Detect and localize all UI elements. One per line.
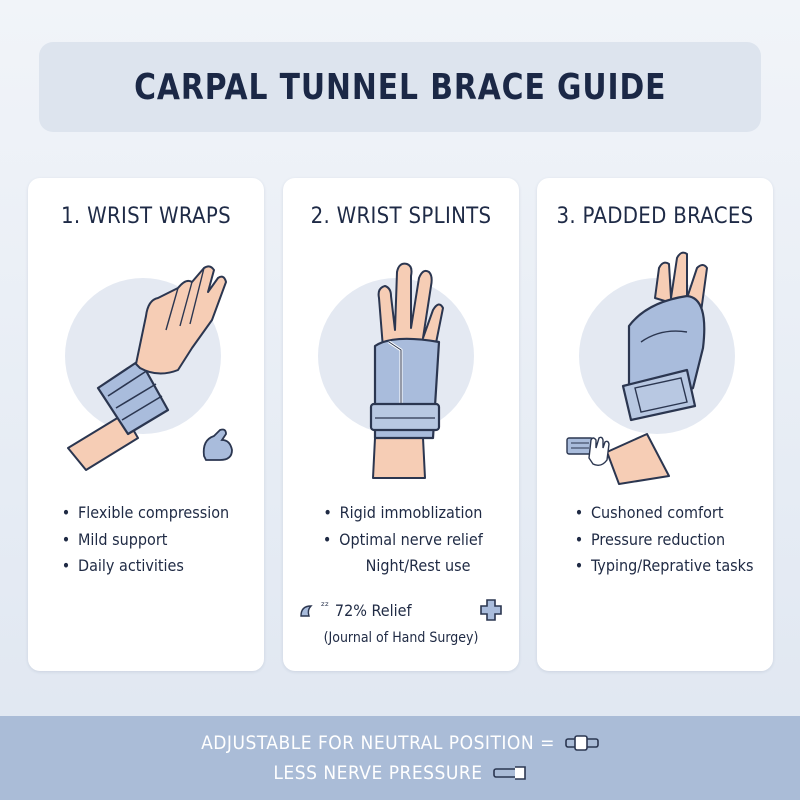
stat-value: 72% Relief bbox=[334, 600, 412, 620]
footer-banner: ADJUSTABLE FOR NEUTRAL POSITION = LESS N… bbox=[0, 716, 800, 800]
bullet-item: •Pressure reduction bbox=[574, 529, 726, 549]
bullet-item: •Optimal nerve relief bbox=[322, 529, 483, 549]
strap-clip-icon bbox=[492, 766, 526, 780]
card-heading: 2. WRIST SPLINTS bbox=[310, 204, 492, 229]
medical-cross-icon bbox=[480, 599, 502, 621]
footer-line-2: LESS NERVE PRESSURE bbox=[273, 762, 483, 784]
bullet-item: •Daily activities bbox=[61, 556, 184, 575]
title-banner: CARPAL TUNNEL BRACE GUIDE bbox=[39, 42, 761, 132]
strap-buckle-icon bbox=[565, 735, 599, 751]
bullet-list: •Cushoned comfort •Pressure reduction •T… bbox=[537, 500, 773, 580]
bullet-item: Night/Rest use bbox=[365, 556, 471, 575]
stat-source: (Journal of Hand Surgey) bbox=[323, 630, 479, 646]
bullet-item: •Cushoned comfort bbox=[574, 503, 724, 522]
card-wrist-wraps: 1. WRIST WRAPS •Flexible compression •Mi… bbox=[28, 178, 264, 671]
bullet-item: •Mild support bbox=[61, 529, 168, 549]
card-heading: 1. WRIST WRAPS bbox=[61, 204, 231, 229]
card-heading: 3. PADDED BRACES bbox=[556, 204, 754, 229]
wrist-wrap-illustration bbox=[65, 265, 233, 471]
page-title: CARPAL TUNNEL BRACE GUIDE bbox=[133, 66, 667, 108]
padded-brace-illustration bbox=[566, 251, 735, 485]
footer-line-1: ADJUSTABLE FOR NEUTRAL POSITION = bbox=[201, 732, 555, 754]
bullet-item: •Rigid immoblization bbox=[323, 503, 483, 522]
sleep-glyph: ᶻᶻ bbox=[321, 599, 329, 613]
bullet-item: •Typing/Reprative tasks bbox=[574, 556, 754, 575]
relief-stat: ᶻᶻ 72% Relief (Journal of Hand Surgey) bbox=[299, 598, 503, 646]
flexed-arm-icon bbox=[202, 428, 233, 461]
card-wrist-splints: 2. WRIST SPLINTS •Rigid immoblization •O… bbox=[283, 178, 519, 671]
bullet-list: •Flexible compression •Mild support •Dai… bbox=[28, 500, 264, 580]
bullet-list: •Rigid immoblization •Optimal nerve reli… bbox=[283, 500, 519, 580]
keyboard-hand-icon bbox=[566, 436, 610, 467]
wrist-splint-illustration bbox=[318, 262, 474, 479]
sleep-icon bbox=[300, 605, 313, 617]
card-padded-braces: 3. PADDED BRACES •Cushoned comfort •Pres… bbox=[537, 178, 773, 671]
bullet-item: •Flexible compression bbox=[61, 503, 230, 522]
